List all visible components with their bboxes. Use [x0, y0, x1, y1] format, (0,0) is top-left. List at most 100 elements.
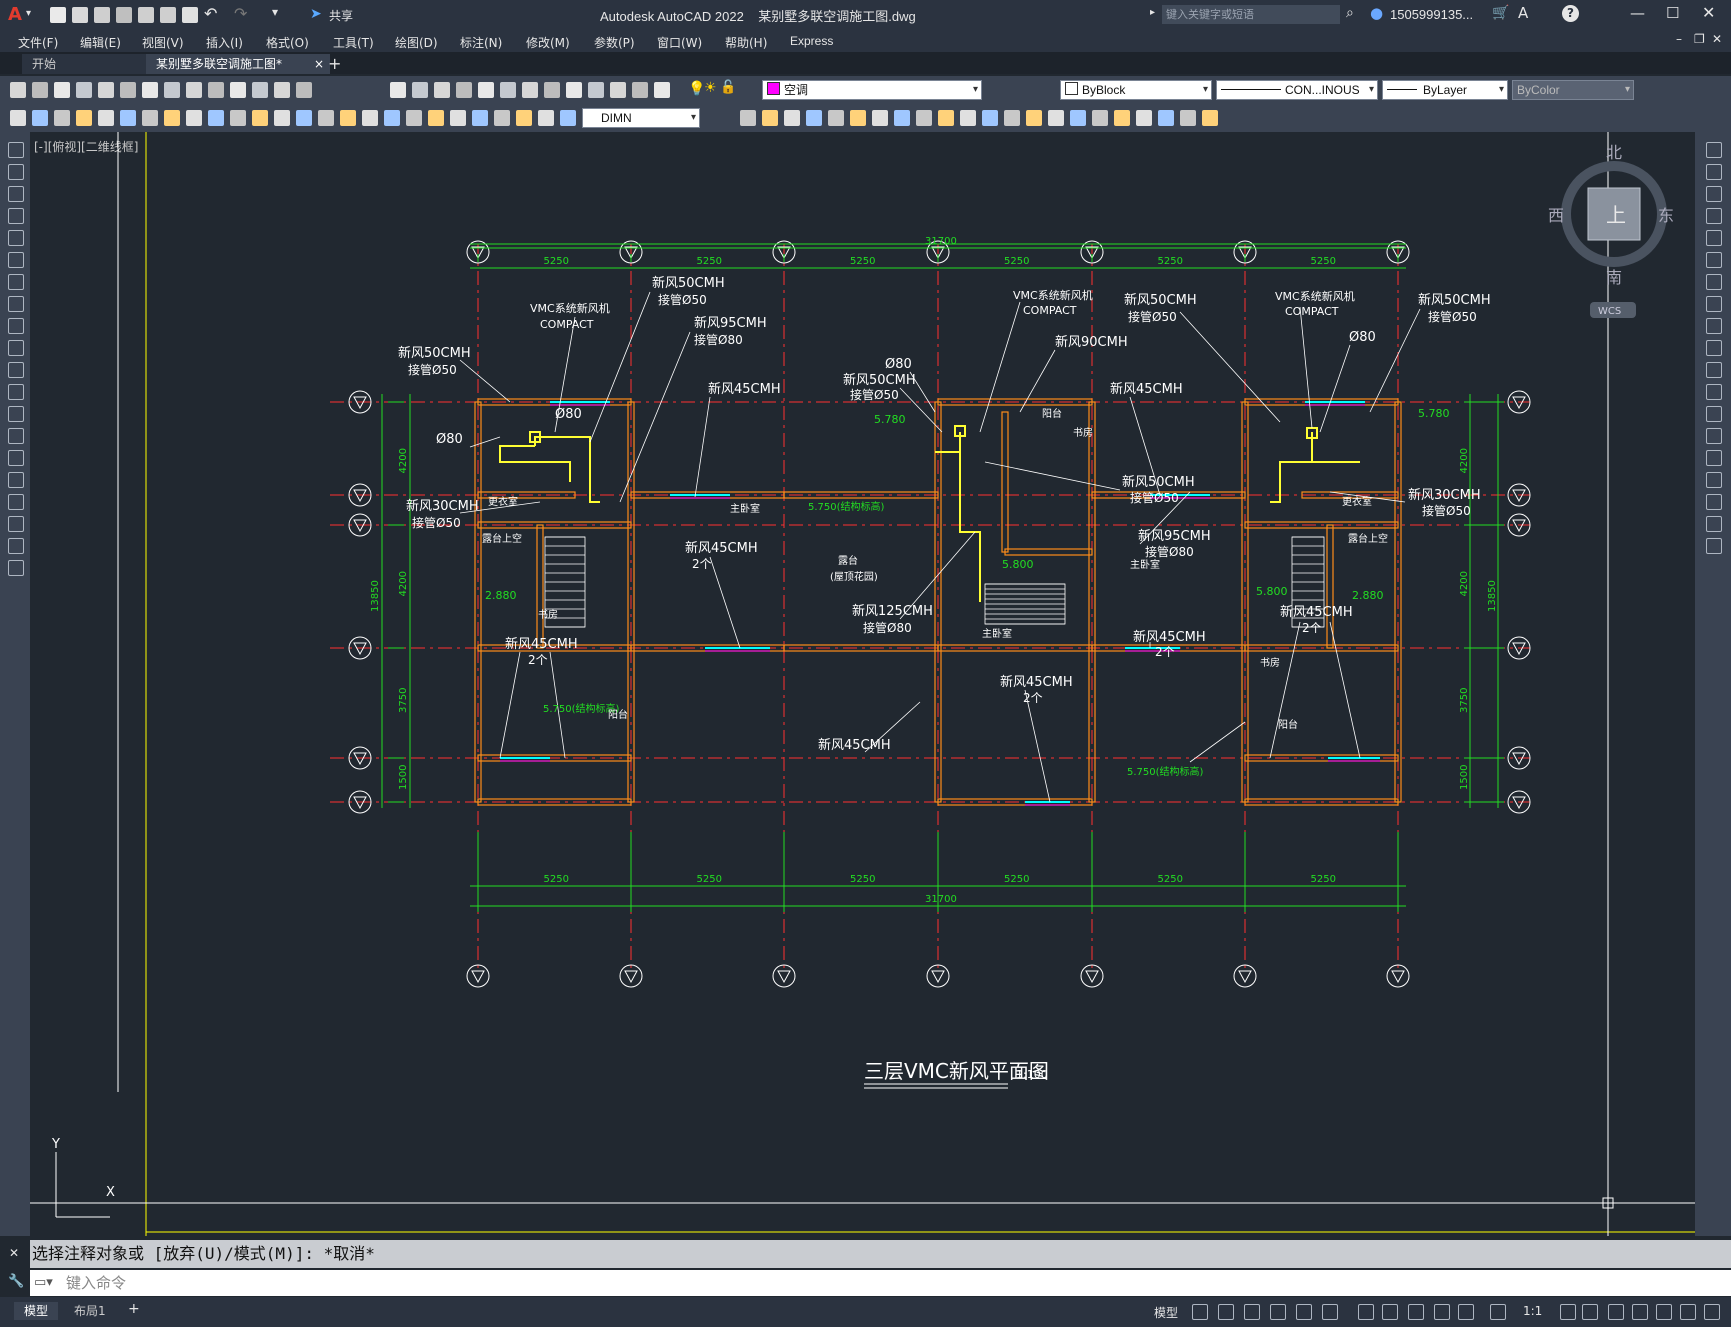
dim-tool-icon[interactable]	[494, 110, 510, 126]
tool-icon[interactable]	[274, 82, 290, 98]
tool-icon[interactable]	[654, 82, 670, 98]
status-toggle-icon[interactable]	[1192, 1304, 1208, 1320]
model-space-button[interactable]: 模型	[1154, 1306, 1179, 1320]
tool-icon[interactable]	[544, 82, 560, 98]
customize-arrow-icon[interactable]: ▾	[272, 5, 279, 19]
tool-icon[interactable]	[566, 82, 582, 98]
dim-tool-icon[interactable]	[98, 110, 114, 126]
share-button[interactable]: 共享	[329, 9, 354, 23]
command-prompt-icon[interactable]: ▭▾	[34, 1275, 53, 1290]
grip-square[interactable]	[1602, 1197, 1614, 1209]
palette-tool-icon[interactable]	[8, 494, 24, 510]
plotstyle-combo[interactable]: ByColor▾	[1512, 80, 1634, 100]
menu-express[interactable]: Express	[790, 34, 834, 48]
tab-layout1[interactable]: 布局1	[64, 1302, 116, 1320]
dim-tool-icon[interactable]	[164, 110, 180, 126]
palette-tool-icon[interactable]	[1706, 406, 1722, 422]
tool-icon[interactable]	[208, 82, 224, 98]
help-icon[interactable]: ?	[1562, 5, 1579, 22]
palette-tool-icon[interactable]	[1706, 252, 1722, 268]
dim-tool-icon[interactable]	[296, 110, 312, 126]
palette-tool-icon[interactable]	[1706, 516, 1722, 532]
palette-tool-icon[interactable]	[1706, 450, 1722, 466]
palette-tool-icon[interactable]	[8, 208, 24, 224]
minimize-icon[interactable]: —	[1630, 4, 1645, 22]
status-toggle-icon[interactable]	[1408, 1304, 1424, 1320]
status-toggle-icon[interactable]	[1434, 1304, 1450, 1320]
tool-icon[interactable]	[610, 82, 626, 98]
color-combo[interactable]: ByBlock▾	[1060, 80, 1212, 100]
tool-icon[interactable]	[76, 82, 92, 98]
wcs-menu[interactable]	[1590, 302, 1636, 318]
layer-unlock-icon[interactable]: 🔓	[720, 80, 737, 95]
dim-tool-icon[interactable]	[208, 110, 224, 126]
palette-tool-icon[interactable]	[1706, 142, 1722, 158]
dim-tool-icon[interactable]	[1048, 110, 1064, 126]
cart-icon[interactable]: 🛒	[1492, 5, 1510, 21]
status-toggle-icon[interactable]	[1244, 1304, 1260, 1320]
menu-window[interactable]: 窗口(W)	[657, 36, 703, 50]
status-toggle-icon[interactable]	[1582, 1304, 1598, 1320]
layer-thaw-icon[interactable]: ☀	[704, 80, 717, 96]
viewport-controls[interactable]: [-][俯视][二维线框]	[34, 140, 139, 154]
tool-icon[interactable]	[10, 82, 26, 98]
menu-modify[interactable]: 修改(M)	[526, 36, 570, 50]
dim-tool-icon[interactable]	[450, 110, 466, 126]
user-name[interactable]: 1505999135...	[1390, 7, 1474, 22]
dim-tool-icon[interactable]	[274, 110, 290, 126]
dim-tool-icon[interactable]	[340, 110, 356, 126]
palette-tool-icon[interactable]	[8, 186, 24, 202]
tool-icon[interactable]	[434, 82, 450, 98]
tool-icon[interactable]	[478, 82, 494, 98]
palette-tool-icon[interactable]	[8, 516, 24, 532]
tab-start[interactable]: 开始	[22, 54, 162, 74]
doc-restore-icon[interactable]: ❐	[1694, 32, 1705, 46]
dim-tool-icon[interactable]	[1070, 110, 1086, 126]
tool-icon[interactable]	[296, 82, 312, 98]
dim-tool-icon[interactable]	[784, 110, 800, 126]
tool-icon[interactable]	[54, 82, 70, 98]
palette-tool-icon[interactable]	[1706, 274, 1722, 290]
dim-tool-icon[interactable]	[894, 110, 910, 126]
dim-tool-icon[interactable]	[54, 110, 70, 126]
tool-icon[interactable]	[32, 82, 48, 98]
dim-tool-icon[interactable]	[560, 110, 576, 126]
layer-on-icon[interactable]: 💡	[688, 81, 706, 97]
tool-icon[interactable]	[500, 82, 516, 98]
status-toggle-icon[interactable]	[1704, 1304, 1720, 1320]
doc-close-icon[interactable]: ✕	[1712, 32, 1723, 46]
plot-icon[interactable]	[182, 7, 198, 23]
dim-tool-icon[interactable]	[762, 110, 778, 126]
dim-tool-icon[interactable]	[362, 110, 378, 126]
command-close-icon[interactable]: ✕	[9, 1246, 20, 1260]
new-icon[interactable]	[50, 7, 66, 23]
save-icon[interactable]	[94, 7, 110, 23]
dim-tool-icon[interactable]	[1158, 110, 1174, 126]
dim-tool-icon[interactable]	[1136, 110, 1152, 126]
dim-tool-icon[interactable]	[230, 110, 246, 126]
dim-tool-icon[interactable]	[318, 110, 334, 126]
dim-tool-icon[interactable]	[1202, 110, 1218, 126]
palette-tool-icon[interactable]	[8, 538, 24, 554]
dim-tool-icon[interactable]	[1026, 110, 1042, 126]
menu-format[interactable]: 格式(O)	[266, 36, 309, 50]
dim-tool-icon[interactable]	[938, 110, 954, 126]
palette-tool-icon[interactable]	[1706, 318, 1722, 334]
palette-tool-icon[interactable]	[8, 450, 24, 466]
doc-minimize-icon[interactable]: –	[1676, 32, 1682, 46]
search-icon[interactable]: ⌕	[1346, 5, 1354, 21]
menu-dimension[interactable]: 标注(N)	[460, 36, 503, 50]
palette-tool-icon[interactable]	[8, 274, 24, 290]
dim-tool-icon[interactable]	[10, 110, 26, 126]
status-toggle-icon[interactable]	[1458, 1304, 1474, 1320]
palette-tool-icon[interactable]	[1706, 428, 1722, 444]
palette-tool-icon[interactable]	[1706, 384, 1722, 400]
compass-north[interactable]: 北	[1606, 143, 1622, 162]
menu-tools[interactable]: 工具(T)	[333, 36, 374, 50]
app-menu-arrow-icon[interactable]: ▾	[26, 8, 32, 19]
palette-tool-icon[interactable]	[8, 164, 24, 180]
tool-icon[interactable]	[120, 82, 136, 98]
viewcube[interactable]: 上 北 南 东 西 WCS	[1548, 143, 1674, 318]
maximize-icon[interactable]: ☐	[1666, 4, 1680, 22]
